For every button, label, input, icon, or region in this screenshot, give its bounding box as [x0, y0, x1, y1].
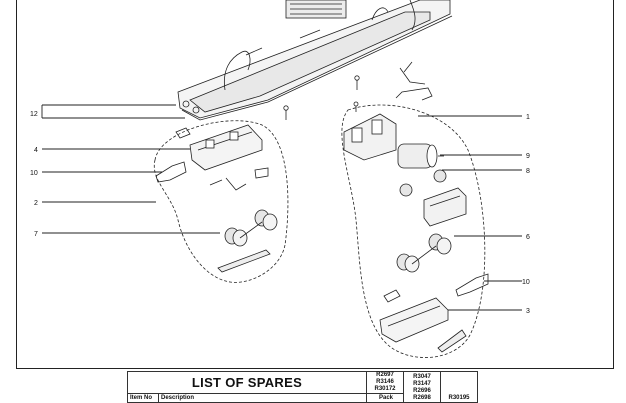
description-header: Description — [158, 393, 367, 403]
motor — [397, 143, 444, 169]
code-column-3: R30195 — [440, 371, 478, 403]
left-pickup-part — [155, 161, 269, 191]
left-bogie-frame — [175, 124, 263, 171]
leader-lines — [41, 104, 522, 311]
callout-3: 3 — [526, 308, 530, 315]
gearbox-part — [423, 187, 467, 227]
chassis-frame — [177, 0, 453, 121]
left-wheelset — [224, 209, 278, 247]
right-side-frame-part — [437, 329, 467, 353]
right-bogie-frame — [379, 297, 449, 343]
code-column-2: R3047 R3147 R2696 R2698 — [403, 371, 441, 403]
callout-7: 7 — [34, 231, 38, 238]
screw-parts — [283, 75, 360, 120]
right-wheelset — [396, 233, 452, 273]
callout-8: 8 — [526, 168, 530, 175]
left-side-frame-part — [217, 249, 271, 273]
callout-2: 2 — [34, 200, 38, 207]
callout-6: 6 — [526, 234, 530, 241]
callout-12: 12 — [30, 111, 38, 118]
right-bogie-group-outline — [341, 104, 486, 358]
coupler-part — [383, 289, 401, 303]
left-bogie-group-outline — [153, 120, 289, 283]
callout-1: 1 — [526, 114, 530, 121]
diagram-frame — [16, 0, 614, 369]
right-motor-block — [343, 113, 397, 161]
spares-table-title: LIST OF SPARES — [127, 371, 367, 394]
right-gear-wheels — [399, 169, 447, 197]
spares-table: LIST OF SPARES R2697 R3146 R30172 R3047 … — [127, 371, 478, 403]
code-column-1: R2697 R3146 R30172 — [366, 371, 404, 394]
right-pickup-part — [455, 273, 489, 297]
pack-header: Pack — [366, 393, 404, 403]
callout-10-right: 10 — [522, 279, 530, 286]
item-no-header: Item No — [127, 393, 159, 403]
callout-4: 4 — [34, 147, 38, 154]
callout-9: 9 — [526, 153, 530, 160]
callout-10-left: 10 — [30, 170, 38, 177]
